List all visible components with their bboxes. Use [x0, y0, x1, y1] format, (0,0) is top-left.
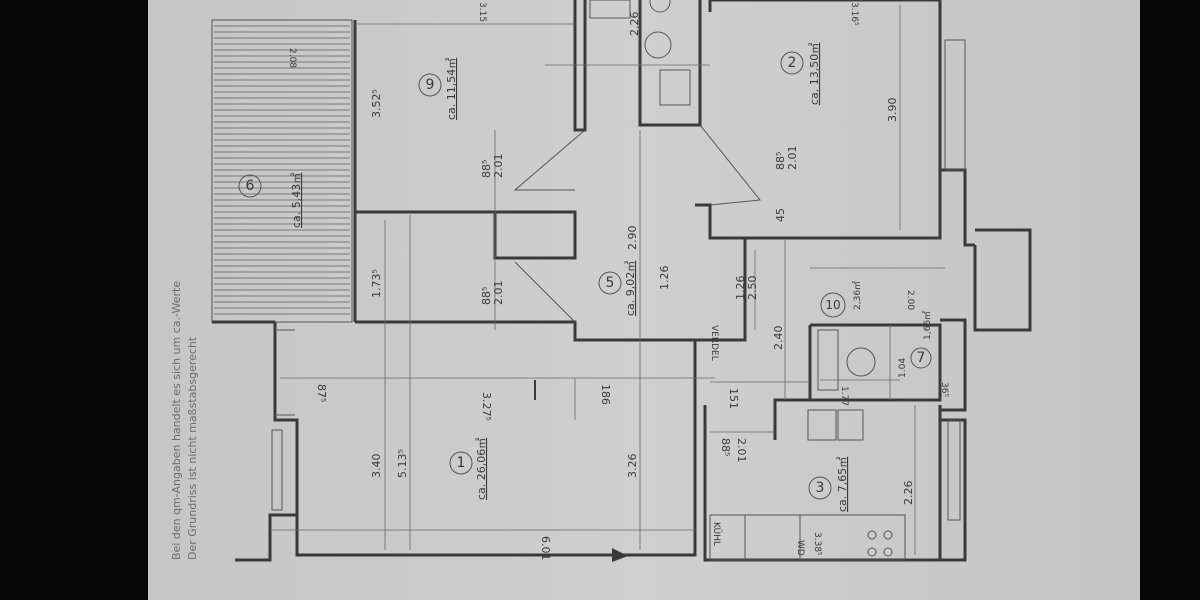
- room-7-marker: [910, 347, 932, 369]
- room-5-marker: [598, 271, 622, 295]
- balcony-hatching: [211, 19, 353, 323]
- dim-3-52: 3.52⁵: [370, 89, 383, 118]
- room-6-marker: [238, 174, 262, 198]
- dimension-labels: 6.01 3.40 5.13⁵ 3.26 3.27⁵ 186 87⁵ 1.73⁵…: [287, 2, 949, 561]
- dim-2-01-d: 2.01: [735, 438, 748, 463]
- dim-36-5: 36⁵: [939, 382, 949, 397]
- room-markers: 1 ca. 26,06㎡ 2 ca. 13,50㎡ 3 ca. 7,65㎡ 5 …: [238, 0, 933, 512]
- dim-87-5: 87⁵: [315, 384, 328, 402]
- dim-6-01: 6.01: [539, 536, 552, 561]
- fixture-labels: VERDEL KÜHL WD: [709, 325, 805, 556]
- room-4-marker: [649, 0, 671, 13]
- room-2-marker: [780, 51, 804, 75]
- room-5-area: ca. 9,02㎡: [624, 261, 637, 316]
- dim-2-50: 2.50: [746, 276, 759, 301]
- room-5-number: 5: [606, 275, 615, 291]
- room-7-area: 1,66㎡: [922, 311, 933, 340]
- dim-3-38: 3.38⁵: [812, 532, 822, 556]
- dim-186: 186: [599, 384, 612, 405]
- dim-88-5-a: 88⁵: [480, 160, 493, 178]
- room-10-area: 2,36㎡: [852, 281, 863, 310]
- dim-1-04: 1.04: [898, 358, 908, 378]
- room-3-marker: [808, 476, 832, 500]
- dim-1-26-a: 1.26: [658, 266, 671, 291]
- room-3-area: ca. 7,65㎡: [836, 457, 849, 512]
- label-wd: WD: [795, 540, 805, 556]
- dimension-lines: [270, 5, 945, 555]
- room-9-number: 9: [426, 77, 435, 93]
- dim-1-77: 1.77: [839, 386, 849, 406]
- plan-notes: Bei den qm-Angaben handelt es sich um ca…: [170, 281, 199, 560]
- dim-3-40: 3.40: [370, 454, 383, 479]
- dim-2-00: 2.00: [905, 290, 915, 310]
- label-kuehl: KÜHL: [711, 522, 722, 546]
- dim-2-90: 2.90: [626, 226, 639, 251]
- room-9-marker: [418, 73, 442, 97]
- dim-3-15: 3.15: [477, 2, 487, 22]
- kitchen-fixtures: [534, 0, 893, 562]
- room-2-number: 2: [788, 55, 797, 71]
- dim-2-26-a: 2.26: [628, 12, 641, 37]
- dim-3-90: 3.90: [886, 98, 899, 123]
- dim-45: 45: [774, 208, 787, 222]
- room-2-area: ca. 13,50㎡: [808, 43, 821, 105]
- dim-2-40: 2.40: [772, 326, 785, 351]
- dim-151: 151: [727, 388, 740, 409]
- label-verdel: VERDEL: [709, 325, 719, 361]
- room-1-marker: [449, 451, 473, 475]
- room-6-area: ca. 5,43㎡: [290, 173, 303, 228]
- dim-3-26: 3.26: [626, 454, 639, 479]
- room-3-number: 3: [816, 480, 825, 496]
- room-10-number: 10: [825, 298, 840, 312]
- dim-2-01-c: 2.01: [786, 146, 799, 171]
- room-9-area: ca. 11,54㎡: [445, 58, 458, 120]
- dim-88-5-b: 88⁵: [480, 287, 493, 305]
- dim-88-5-c: 88⁵: [774, 152, 787, 170]
- room-7-number: 7: [917, 350, 926, 366]
- note-area-approx: Bei den qm-Angaben handelt es sich um ca…: [170, 281, 183, 560]
- dim-2-01-b: 2.01: [492, 281, 505, 306]
- dim-2-26-b: 2.26: [902, 481, 915, 506]
- room-1-area: ca. 26,06㎡: [475, 438, 488, 500]
- dim-88-5-d: 88⁵: [719, 438, 732, 456]
- note-not-to-scale: Der Grundriss ist nicht maßstabsgerecht: [186, 336, 199, 560]
- dim-2-08: 2.08: [287, 48, 297, 68]
- dim-5-13: 5.13⁵: [396, 449, 409, 478]
- dim-1-26-b: 1.26: [734, 276, 747, 301]
- dim-2-01-a: 2.01: [492, 154, 505, 179]
- dim-3-27: 3.27⁵: [480, 392, 493, 421]
- room-6-number: 6: [246, 178, 255, 194]
- dim-3-16: 3.16⁵: [849, 2, 859, 26]
- room-10-marker: [820, 292, 846, 318]
- dim-1-73: 1.73⁵: [370, 269, 383, 298]
- room-1-number: 1: [457, 455, 466, 471]
